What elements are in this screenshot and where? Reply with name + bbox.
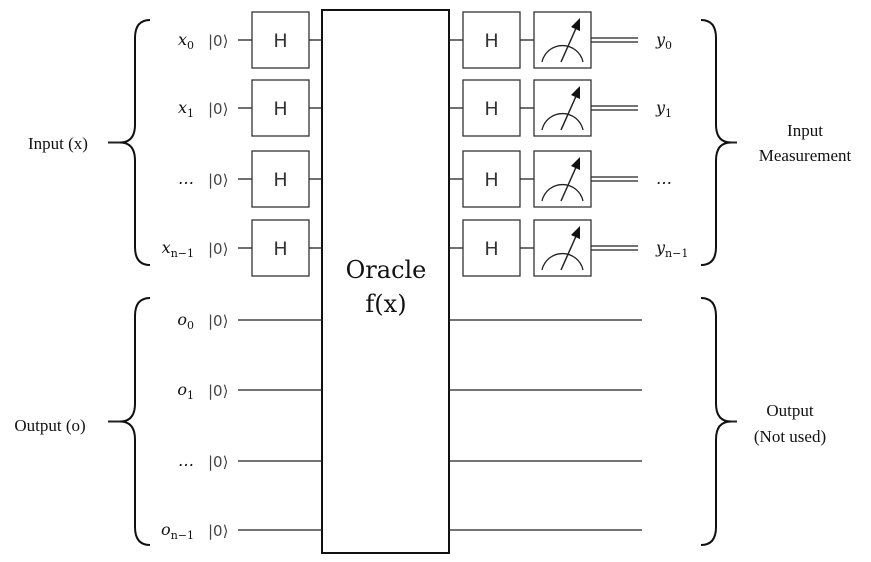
hadamard-gate-left bbox=[251, 79, 310, 137]
ket-zero: |0⟩ bbox=[208, 240, 228, 258]
meter-arc-icon bbox=[541, 44, 584, 63]
hadamard-gate-right bbox=[462, 150, 521, 208]
hadamard-gate-right bbox=[462, 11, 521, 69]
ket-zero: |0⟩ bbox=[208, 453, 228, 471]
output-qubit-label: o0 bbox=[177, 310, 194, 332]
ket-zero: |0⟩ bbox=[208, 32, 228, 50]
gate-label: H bbox=[484, 169, 498, 191]
ket-zero: |0⟩ bbox=[208, 312, 228, 330]
hadamard-gate-left bbox=[251, 150, 310, 208]
ket-zero: |0⟩ bbox=[208, 382, 228, 400]
output-right-brace bbox=[700, 297, 732, 546]
gate-label: H bbox=[273, 169, 287, 191]
input-measurement-label-line2: Measurement bbox=[759, 146, 852, 165]
input-left-brace bbox=[119, 19, 151, 266]
measurement-output-label: yn−1 bbox=[655, 238, 688, 260]
ket-zero: |0⟩ bbox=[208, 100, 228, 118]
gate-label: H bbox=[484, 238, 498, 260]
oracle-title: Oracle bbox=[346, 256, 427, 284]
meter-needle-icon bbox=[560, 164, 578, 202]
oracle-box bbox=[321, 9, 450, 554]
output-group-label: Output (o) bbox=[14, 416, 85, 435]
input-qubit-label: x0 bbox=[178, 30, 194, 52]
output-right-label-line2: (Not used) bbox=[754, 427, 826, 446]
gate-label: H bbox=[273, 238, 287, 260]
output-qubit-label: on−1 bbox=[161, 520, 194, 542]
meter-arc-icon bbox=[541, 252, 584, 271]
input-qubit-label: x1 bbox=[178, 98, 194, 120]
meter-arrow-icon bbox=[571, 157, 580, 170]
gate-label: H bbox=[484, 98, 498, 120]
meter-arrow-icon bbox=[571, 226, 580, 239]
oracle-function: f(x) bbox=[365, 290, 406, 318]
input-measurement-label-line1: Input bbox=[787, 121, 823, 140]
hadamard-gate-right bbox=[462, 79, 521, 137]
gate-label: H bbox=[273, 98, 287, 120]
meter-needle-icon bbox=[560, 25, 578, 63]
hadamard-gate-right bbox=[462, 219, 521, 277]
input-qubit-label: xn−1 bbox=[162, 238, 194, 260]
meter-arrow-icon bbox=[571, 86, 580, 99]
hadamard-gate-left bbox=[251, 11, 310, 69]
ket-zero: |0⟩ bbox=[208, 522, 228, 540]
meter-needle-icon bbox=[560, 93, 578, 131]
output-qubit-label: … bbox=[178, 451, 194, 470]
gate-label: H bbox=[484, 30, 498, 52]
meter-arc-icon bbox=[541, 183, 584, 202]
input-qubit-label: … bbox=[178, 169, 194, 188]
meter-arc-icon bbox=[541, 112, 584, 131]
output-qubit-label: o1 bbox=[177, 380, 194, 402]
measurement-output-label: y0 bbox=[655, 30, 672, 52]
hadamard-gate-left bbox=[251, 219, 310, 277]
input-group-label: Input (x) bbox=[28, 134, 88, 153]
gate-label: H bbox=[273, 30, 287, 52]
measurement-output-label: … bbox=[656, 169, 672, 188]
output-left-brace bbox=[119, 297, 151, 546]
meter-needle-icon bbox=[560, 233, 578, 271]
ket-zero: |0⟩ bbox=[208, 171, 228, 189]
measurement-output-label: y1 bbox=[655, 98, 672, 120]
output-right-label-line1: Output bbox=[766, 401, 814, 420]
input-right-brace bbox=[700, 19, 732, 266]
meter-arrow-icon bbox=[571, 18, 580, 31]
